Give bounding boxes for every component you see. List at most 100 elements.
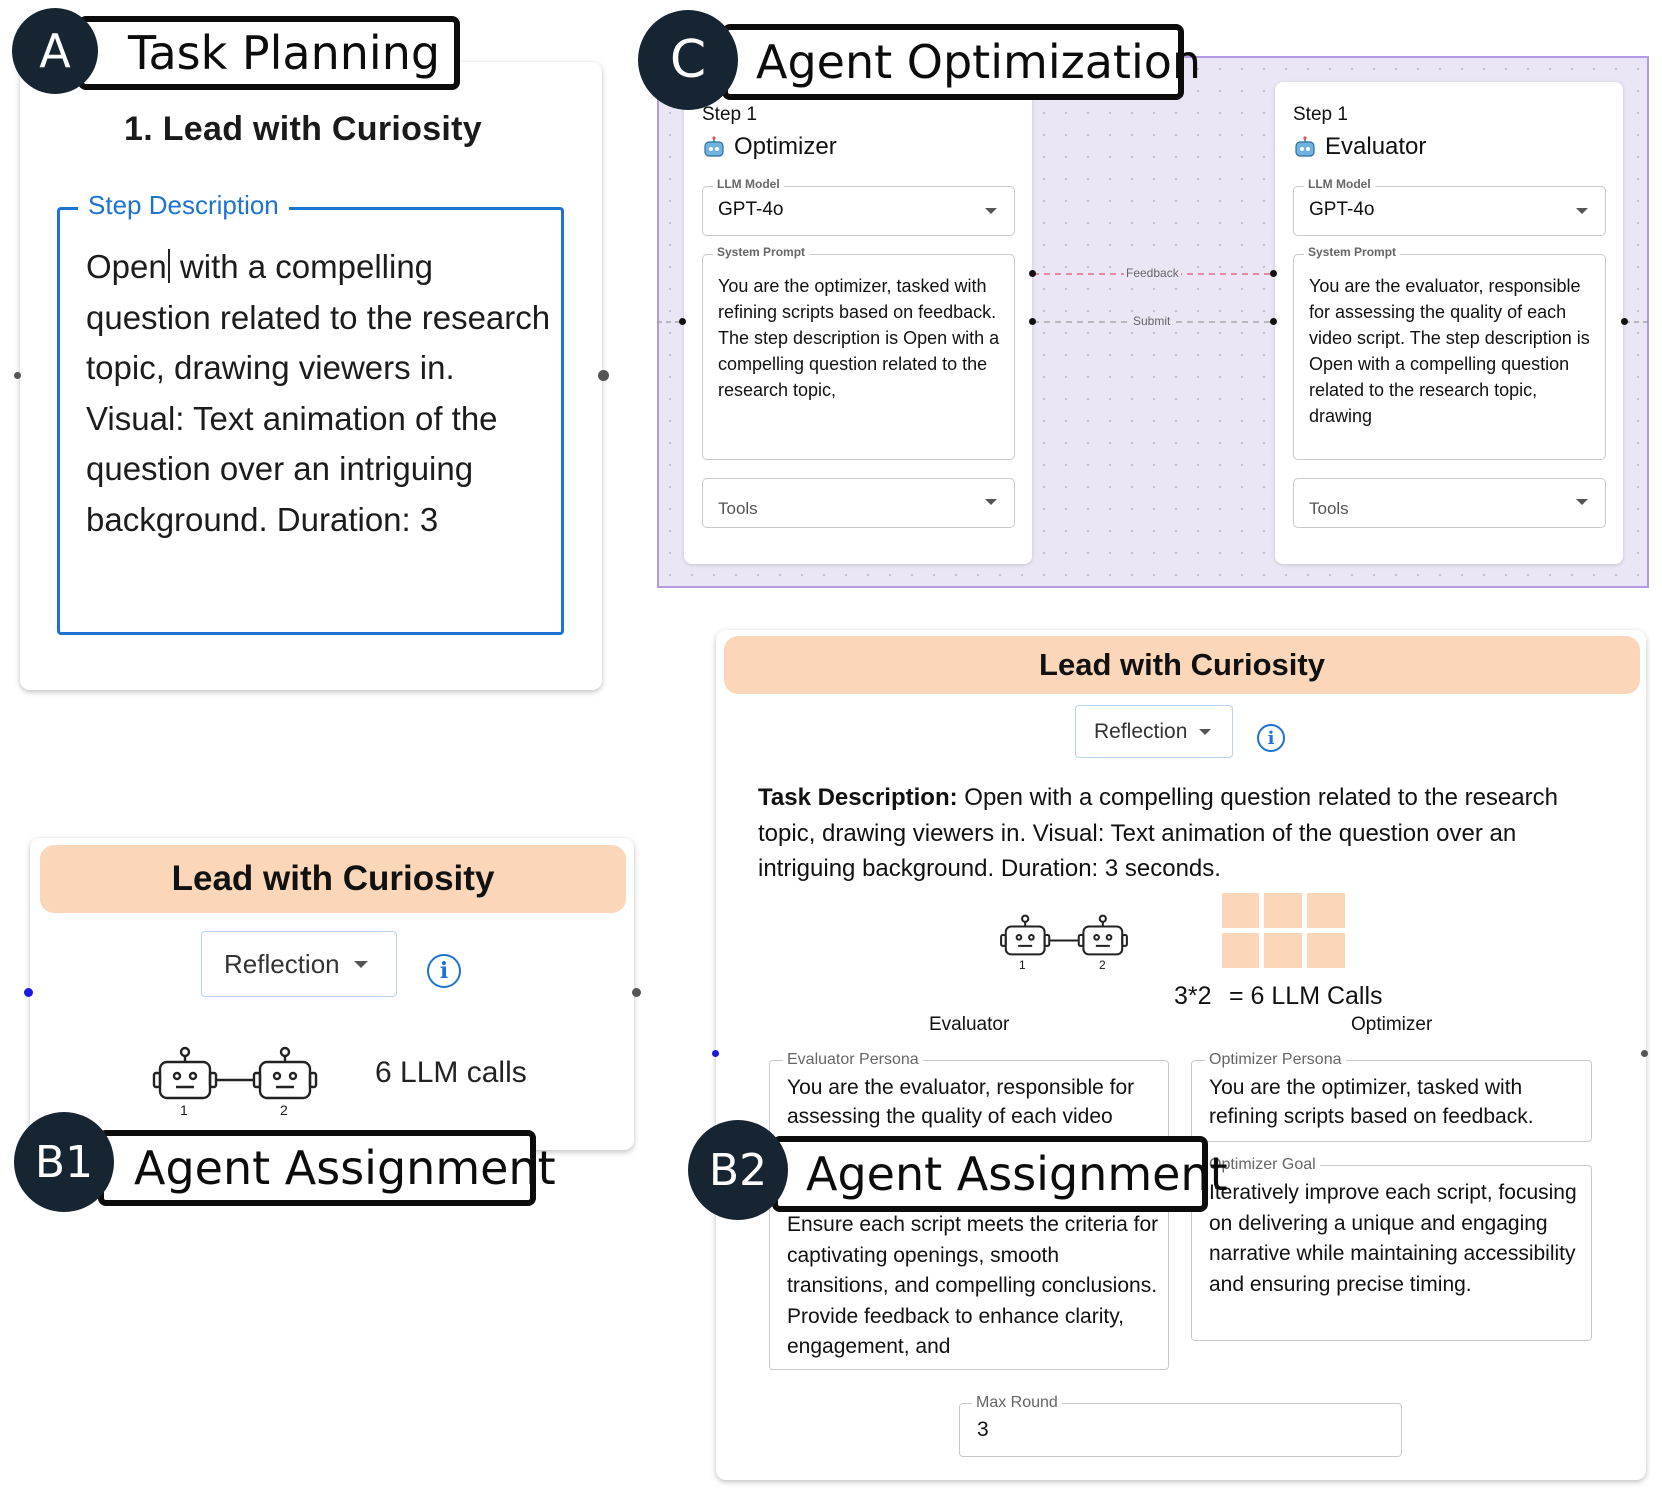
badge-b1-label: Agent Assignment: [98, 1130, 556, 1206]
chevron-down-icon[interactable]: [1576, 208, 1588, 214]
evaluator-prompt-label: System Prompt: [1304, 245, 1401, 259]
optimizer-title-text: Optimizer: [734, 133, 837, 160]
optimizer-goal-label: Optimizer Goal: [1205, 1156, 1320, 1174]
chevron-down-icon: [1199, 728, 1212, 735]
evaluator-persona-label: Evaluator Persona: [783, 1051, 923, 1069]
optimizer-left-handle[interactable]: [679, 318, 686, 325]
text-after-cursor: with a compelling question related to th…: [86, 248, 551, 538]
left-handle[interactable]: [14, 372, 21, 379]
badge-c-circle: C: [638, 10, 738, 110]
info-icon[interactable]: i: [427, 954, 461, 988]
optimizer-system-prompt[interactable]: [702, 254, 1015, 460]
chevron-down-icon[interactable]: [985, 499, 997, 505]
evaluator-tools-label: Tools: [1309, 499, 1349, 518]
step-title: 1. Lead with Curiosity: [124, 110, 482, 148]
optimizer-prompt-text: You are the optimizer, tasked with refin…: [718, 276, 1000, 400]
text-cursor: [167, 249, 170, 283]
optimizer-persona-field[interactable]: [1191, 1060, 1592, 1142]
max-round-field[interactable]: [959, 1403, 1402, 1457]
edge-layer: [657, 273, 1649, 323]
evaluator-llm-select[interactable]: [1293, 186, 1606, 236]
optimizer-llm-label: LLM Model: [713, 177, 784, 191]
task-planning-card: [20, 62, 602, 690]
step-description-label: Step Description: [78, 190, 289, 221]
evaluator-goal-text: Ensure each script meets the criteria fo…: [787, 1213, 1159, 1358]
chevron-down-icon[interactable]: [985, 208, 997, 214]
badge-b1-circle: B1: [14, 1112, 114, 1212]
optimizer-tools-select[interactable]: [702, 478, 1015, 528]
evaluator-tools-select[interactable]: [1293, 478, 1606, 528]
evaluator-right-handle[interactable]: [1621, 318, 1628, 325]
optimizer-goal-text: Iteratively improve each script, focusin…: [1209, 1181, 1577, 1296]
optimizer-step-label: Step 1: [702, 104, 757, 125]
evaluator-llm-label: LLM Model: [1304, 177, 1375, 191]
b1-right-handle[interactable]: [632, 988, 641, 997]
b2-pattern-value: Reflection: [1094, 719, 1188, 743]
evaluator-persona-field[interactable]: [769, 1060, 1169, 1142]
evaluator-prompt-text: You are the evaluator, responsible for a…: [1309, 276, 1590, 426]
robot-icon: [704, 136, 724, 157]
call-cell: [1264, 893, 1302, 928]
badge-b2-circle: B2: [688, 1120, 788, 1220]
b2-robot-1-label: 1: [1019, 958, 1026, 972]
optimizer-llm-select[interactable]: [702, 186, 1015, 236]
optimizer-goal-field[interactable]: [1191, 1165, 1592, 1341]
evaluator-title-text: Evaluator: [1325, 133, 1427, 160]
b1-pattern-select[interactable]: Reflection: [201, 931, 397, 997]
edge-feedback-label: Feedback: [1124, 266, 1181, 280]
b2-header: Lead with Curiosity: [724, 636, 1640, 694]
b2-calls-left: 3*2: [1174, 982, 1212, 1010]
step-description-field[interactable]: [57, 207, 564, 635]
b2-optimizer-label: Optimizer: [1351, 1014, 1433, 1035]
evaluator-persona-text: You are the evaluator, responsible for a…: [787, 1076, 1135, 1128]
max-round-label: Max Round: [972, 1394, 1062, 1412]
optimizer-title: Optimizer: [702, 133, 837, 161]
b2-task-label: Task Description:: [758, 784, 958, 811]
b2-robot-2-label: 2: [1099, 958, 1106, 972]
call-cell: [1222, 893, 1259, 928]
text-before-cursor: Open: [86, 248, 167, 285]
chevron-down-icon[interactable]: [1576, 499, 1588, 505]
robot-icon: [1295, 136, 1315, 157]
b2-left-handle[interactable]: [712, 1050, 719, 1057]
b2-agents-diagram: [1000, 914, 1128, 956]
b2-task-description: Task Description: Open with a compelling…: [758, 780, 1608, 887]
b2-evaluator-label: Evaluator: [929, 1014, 1010, 1035]
b1-agents-diagram: [152, 1046, 318, 1100]
optimizer-submit-handle[interactable]: [1029, 318, 1036, 325]
optimizer-llm-value: GPT-4o: [718, 199, 784, 220]
optimizer-persona-label: Optimizer Persona: [1205, 1051, 1346, 1069]
b1-llm-calls: 6 LLM calls: [375, 1056, 527, 1089]
b2-calls-right: = 6 LLM Calls: [1229, 982, 1383, 1010]
b2-pattern-select[interactable]: Reflection: [1075, 705, 1233, 758]
b2-right-handle[interactable]: [1641, 1050, 1648, 1057]
max-round-value: 3: [977, 1418, 989, 1441]
optimizer-tools-label: Tools: [718, 499, 758, 518]
evaluator-feedback-handle[interactable]: [1270, 270, 1277, 277]
optimizer-feedback-handle[interactable]: [1029, 270, 1036, 277]
step-description-text[interactable]: Open with a compelling question related …: [86, 242, 556, 545]
chevron-down-icon: [353, 960, 368, 968]
b2-task-text: Open with a compelling question related …: [758, 784, 1558, 882]
badge-a-circle: A: [12, 8, 98, 94]
b1-pattern-value: Reflection: [224, 948, 340, 979]
right-handle[interactable]: [598, 370, 609, 381]
evaluator-system-prompt[interactable]: [1293, 254, 1606, 460]
evaluator-step-label: Step 1: [1293, 104, 1348, 125]
optimizer-prompt-label: System Prompt: [713, 245, 810, 259]
call-cell: [1264, 933, 1302, 968]
b1-robot-2-label: 2: [280, 1102, 288, 1118]
b1-left-handle[interactable]: [24, 988, 33, 997]
badge-c-label: Agent Optimization: [722, 24, 1201, 100]
badge-a-label: Task Planning: [78, 16, 460, 90]
evaluator-submit-handle[interactable]: [1270, 318, 1277, 325]
b1-robot-1-label: 1: [180, 1102, 188, 1118]
call-cell: [1307, 933, 1345, 968]
evaluator-title: Evaluator: [1293, 133, 1426, 161]
evaluator-llm-value: GPT-4o: [1309, 199, 1375, 220]
edge-submit-label: Submit: [1131, 314, 1173, 328]
call-cell: [1222, 933, 1259, 968]
badge-b2-label: Agent Assignment: [772, 1136, 1228, 1212]
call-cell: [1307, 893, 1345, 928]
info-icon[interactable]: i: [1257, 724, 1285, 752]
